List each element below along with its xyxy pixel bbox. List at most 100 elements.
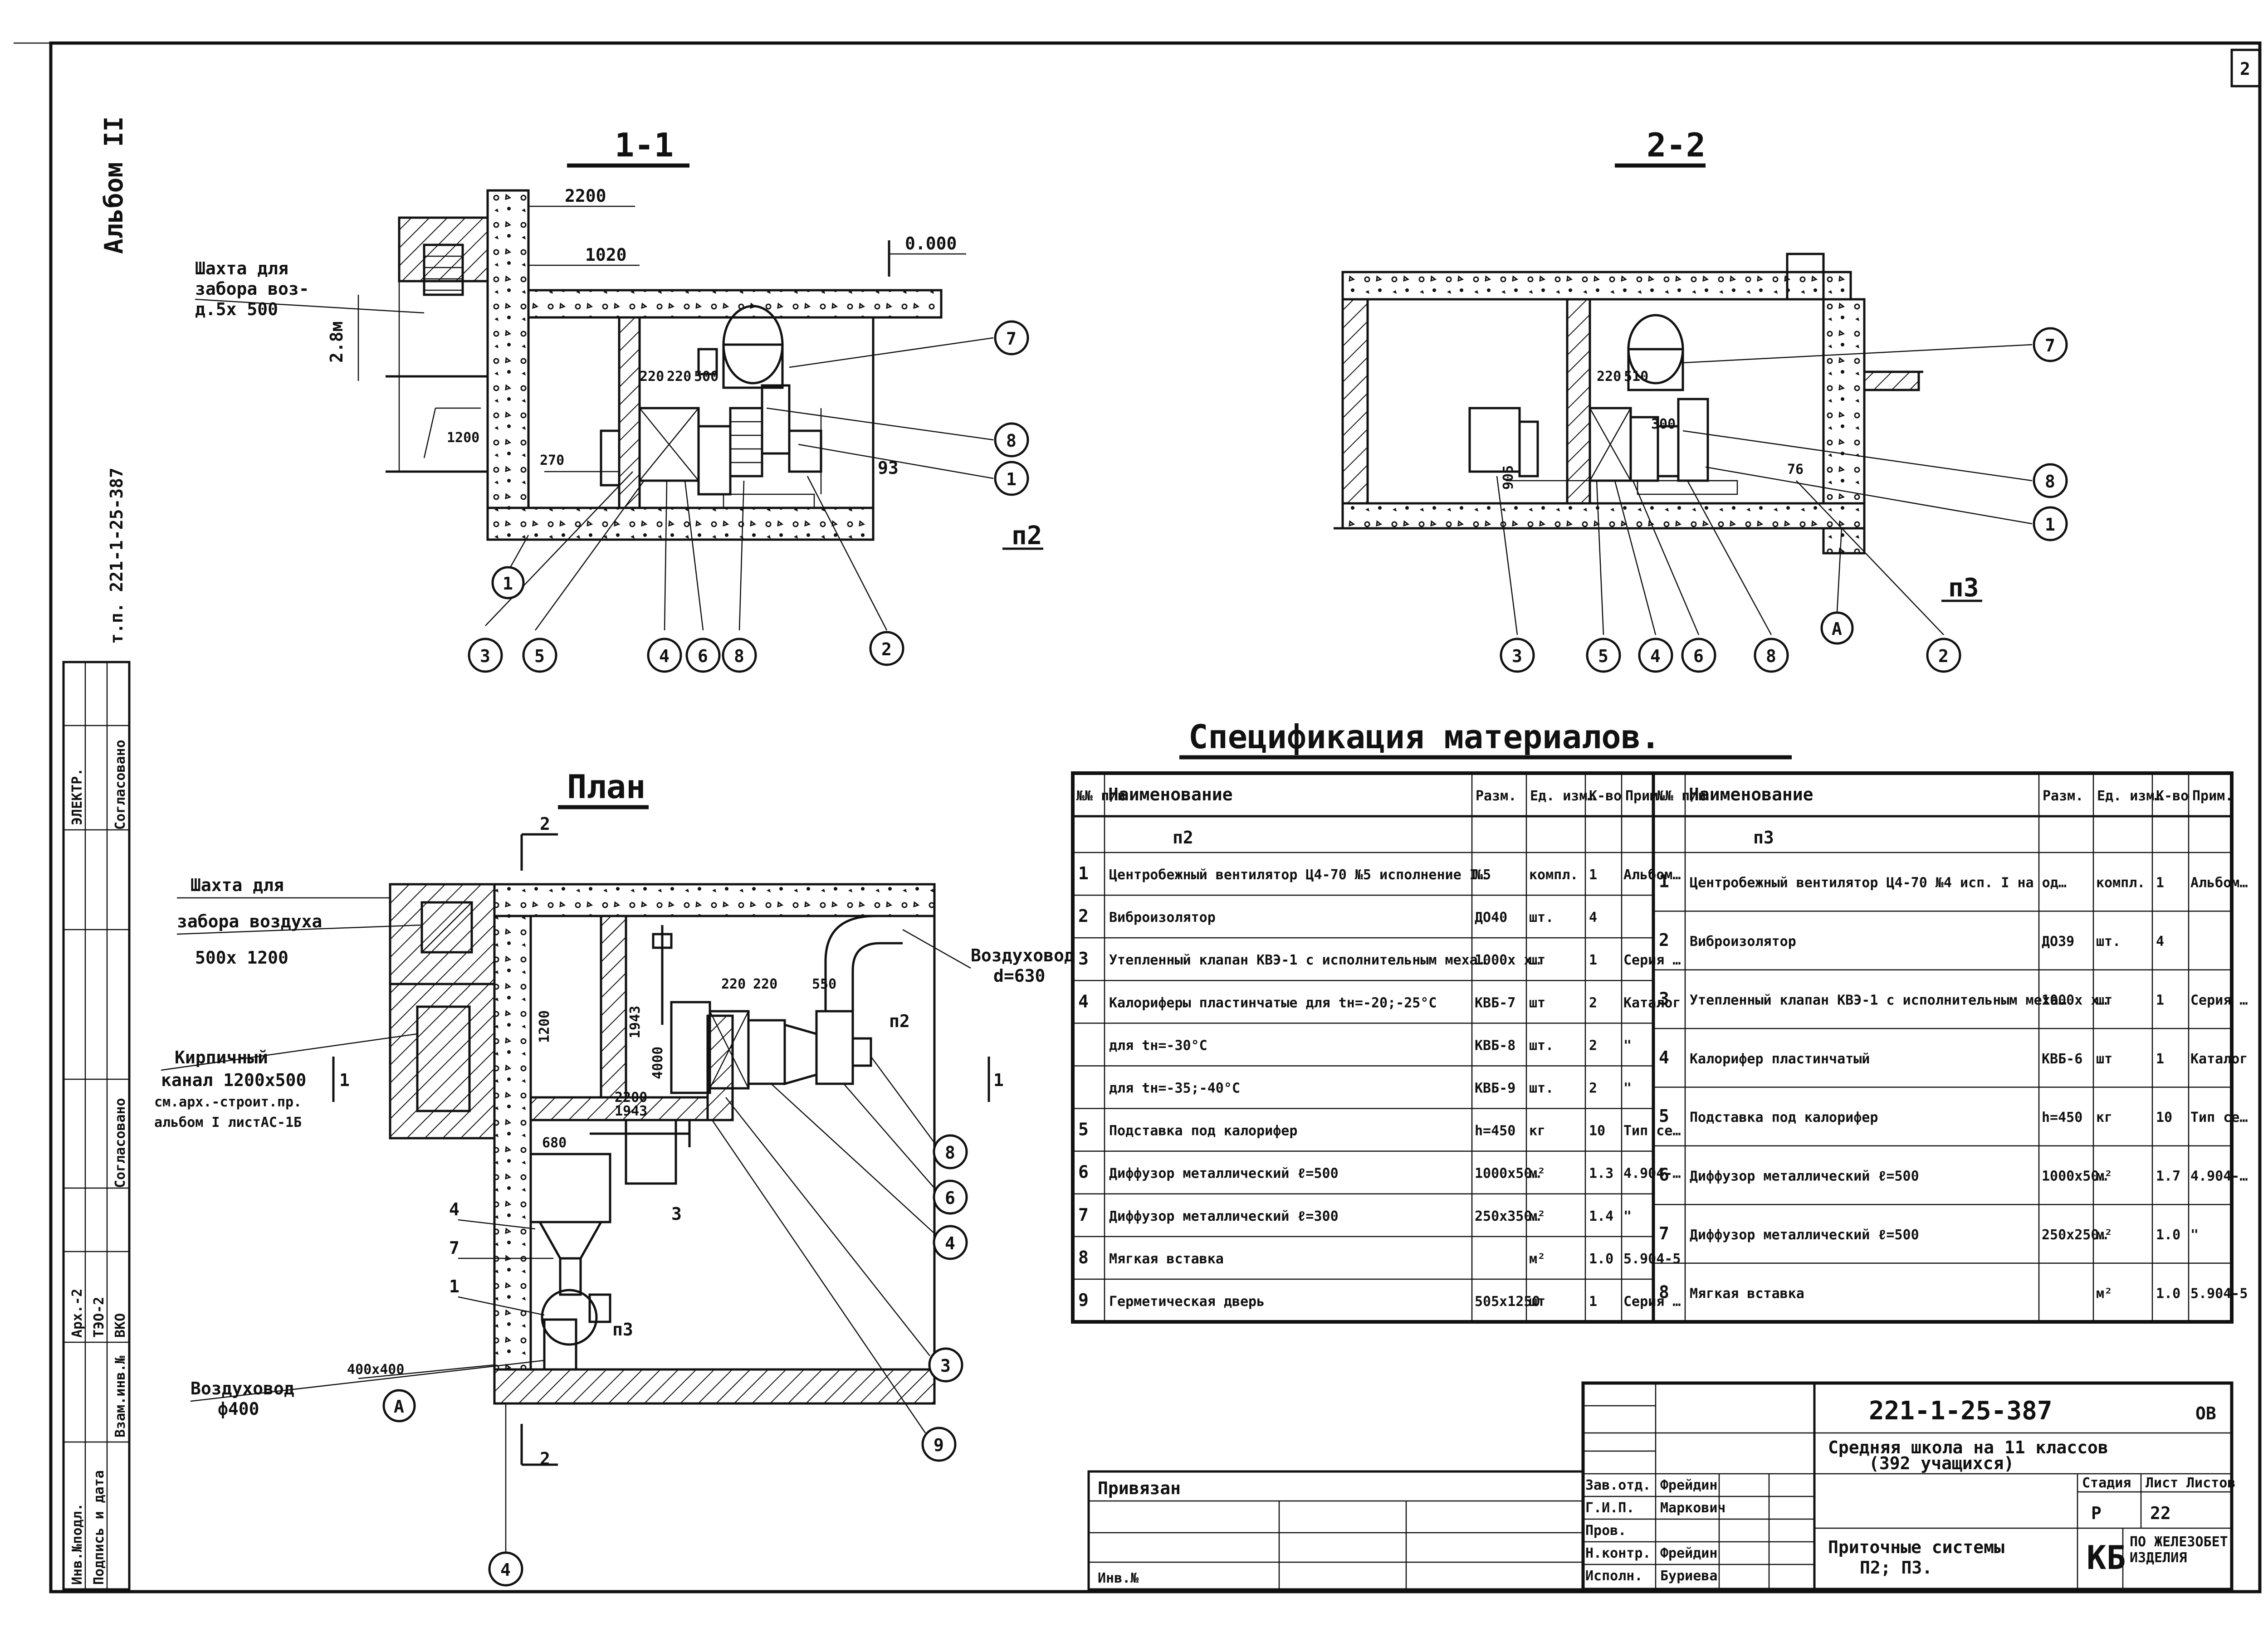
svg-text:2: 2 — [881, 639, 892, 659]
tb-role-5: Исполн. — [1585, 1568, 1642, 1584]
s11-callout-4: 4 — [647, 638, 682, 673]
left-row-2-num: 3 — [1078, 949, 1089, 969]
s22-dim-76: 76 — [1787, 462, 1804, 477]
left-row-2-unit: шт — [1529, 952, 1545, 968]
right-row-1-num: 2 — [1659, 930, 1669, 950]
left-row-10-size: 505х1250 — [1475, 1294, 1540, 1310]
svg-text:4: 4 — [500, 1560, 511, 1580]
left-row-6-note: Тип се… — [1623, 1123, 1681, 1139]
right-row-1-qty: 4 — [2156, 934, 2164, 950]
left-row-9-note: 5.904-5 — [1623, 1251, 1681, 1267]
tb-sheet: 22 — [2150, 1503, 2171, 1523]
plan-duct-left-2: ф400 — [218, 1399, 259, 1419]
s11-dim-2200: 2200 — [565, 186, 606, 206]
section-2-2: 2-2 220 510 300 905 76 п3 — [1334, 126, 2068, 673]
right-row-6-note: " — [2190, 1227, 2199, 1243]
left-row-3-name: Калориферы пластинчатые для tн=-20;-25°С — [1109, 995, 1437, 1011]
s22-callout-1: 1 — [2033, 506, 2068, 541]
tb-stage: Р — [2091, 1503, 2102, 1523]
s11-shaft-line-2: забора воз- — [195, 279, 309, 299]
plan-call-3-inline: 3 — [671, 1204, 682, 1224]
right-row-3-qty: 1 — [2156, 1051, 2164, 1067]
stamp-agreed-2: Согласовано — [112, 1098, 128, 1188]
plan-cut-1-right: 1 — [993, 1070, 1004, 1090]
plan-dim-1200: 1200 — [537, 1010, 552, 1043]
plan-call-7-inline: 7 — [449, 1238, 459, 1258]
tb-sheet-type: ОВ — [2195, 1403, 2216, 1423]
tb-school-2: (392 учащихся) — [1869, 1453, 2014, 1473]
plan-dim-220b: 220 — [753, 976, 777, 992]
left-row-1-unit: шт. — [1529, 910, 1554, 926]
svg-text:8: 8 — [945, 1143, 955, 1163]
left-row-6-num: 5 — [1078, 1120, 1089, 1140]
right-row-0-name: Центробежный вентилятор Ц4-70 №4 исп. I … — [1690, 875, 2067, 891]
right-row-5-unit: м² — [2096, 1169, 2112, 1184]
right-row-1-size: ДО39 — [2042, 934, 2074, 950]
svg-text:3: 3 — [940, 1356, 951, 1376]
svg-text:4: 4 — [659, 646, 670, 666]
left-row-1-name: Виброизолятор — [1109, 910, 1216, 926]
album-label: Альбом II — [99, 117, 129, 254]
left-row-7-size: 1000х50… — [1475, 1166, 1540, 1182]
left-row-7-unit: м² — [1529, 1166, 1545, 1182]
plan-dim-1943b: 1943 — [615, 1103, 647, 1119]
right-row-2-size: 1000х х… — [2042, 992, 2107, 1008]
section-2-2-title: 2-2 — [1647, 126, 1706, 164]
right-row-0-note: Альбом… — [2190, 875, 2248, 891]
tb-sheets-header: Листов — [2186, 1475, 2235, 1491]
plan-dim-680: 680 — [542, 1135, 567, 1151]
project-code-vertical: т.п. 221-1-25-387 — [107, 468, 127, 644]
plan-axis-4: 4 — [488, 1551, 523, 1587]
right-header-0: №№ п/п — [1657, 788, 1706, 804]
left-row-8-note: " — [1623, 1208, 1632, 1224]
left-row-4-name: для tн=-30°С — [1109, 1038, 1207, 1053]
left-row-9-name: Мягкая вставка — [1109, 1251, 1224, 1267]
left-row-6-qty: 10 — [1589, 1123, 1605, 1139]
right-row-3-num: 4 — [1659, 1047, 1669, 1067]
stamp-col-sign: Подпись и дата — [91, 1470, 107, 1585]
left-row-7-name: Диффузор металлический ℓ=500 — [1109, 1166, 1339, 1182]
left-row-9-qty: 1.0 — [1589, 1251, 1613, 1267]
s11-callout-1: 1 — [994, 461, 1029, 496]
plan-shaft-line-2: забора воздуха — [177, 911, 322, 931]
sheet-corner-number: 2 — [2240, 59, 2250, 79]
left-row-6-size: h=450 — [1475, 1123, 1515, 1139]
right-header-3: Ед. изм… — [2097, 788, 2163, 804]
svg-text:5: 5 — [1598, 646, 1608, 666]
right-row-5-num: 6 — [1659, 1165, 1669, 1185]
s11-dim-220b: 220 — [667, 369, 691, 385]
plan-callout-8: 8 — [933, 1134, 968, 1169]
tb-mark: КБ — [2087, 1539, 2126, 1577]
left-row-0-unit: компл. — [1529, 867, 1578, 883]
tb-name-2: Маркович — [1660, 1500, 1726, 1516]
plan-callout-6: 6 — [933, 1179, 968, 1215]
right-header-2: Разм. — [2043, 788, 2083, 804]
left-header-0: №№ п/п — [1076, 788, 1125, 804]
right-row-3-size: КВБ-6 — [2042, 1051, 2082, 1067]
s11-callout-1b: 1 — [491, 566, 525, 599]
right-row-5-qty: 1.7 — [2156, 1169, 2180, 1184]
s11-callout-7: 7 — [994, 320, 1029, 356]
svg-text:7: 7 — [1006, 329, 1017, 349]
s22-callout-4: 4 — [1638, 638, 1673, 673]
left-row-5-unit: шт. — [1529, 1081, 1554, 1096]
left-header-5: Прим. — [1625, 788, 1666, 804]
section-1-1: 1-1 — [195, 126, 1043, 673]
left-row-3-note: Каталог — [1623, 995, 1681, 1011]
plan-dim-4000: 4000 — [650, 1047, 666, 1079]
left-row-3-num: 4 — [1078, 991, 1089, 1011]
s11-dim-220a: 220 — [640, 369, 664, 385]
svg-text:8: 8 — [2045, 472, 2055, 492]
right-row-7-name: Мягкая вставка — [1690, 1286, 1804, 1301]
plan-dim-2200: 2200 — [615, 1090, 647, 1106]
left-row-0-num: 1 — [1078, 863, 1089, 883]
right-header-4: К-во — [2156, 788, 2189, 804]
s22-dim-510: 510 — [1624, 369, 1648, 385]
plan-shaft-line-3: 500х 1200 — [195, 948, 288, 968]
right-row-7-note: 5.904-5 — [2190, 1286, 2248, 1301]
right-group-label: п3 — [1753, 828, 1774, 848]
right-row-3-note: Каталог — [2190, 1051, 2248, 1067]
left-header-3: Ед. изм… — [1530, 788, 1596, 804]
